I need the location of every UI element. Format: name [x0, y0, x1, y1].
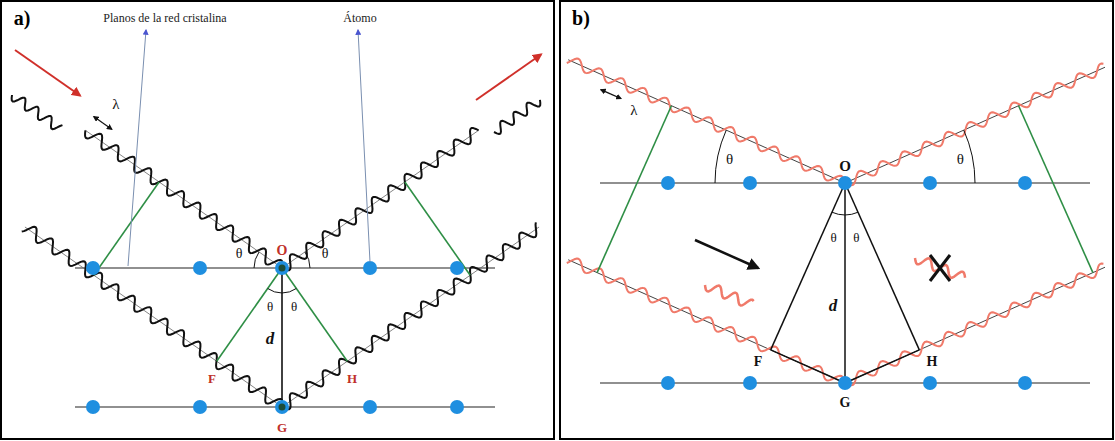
wave — [567, 59, 845, 183]
atom — [923, 176, 937, 190]
angle-arc — [964, 130, 975, 183]
atom — [661, 376, 675, 390]
panel-frame — [560, 1, 1113, 439]
point-label: F — [754, 355, 763, 369]
wavelength-symbol: λ — [112, 97, 119, 112]
atom — [275, 400, 289, 414]
point-label: G — [840, 396, 851, 410]
angle-symbol: θ — [853, 231, 859, 244]
atom — [193, 400, 207, 414]
direction-arrow — [476, 55, 541, 101]
wave — [22, 227, 283, 407]
atom — [275, 261, 289, 275]
angle-arc — [715, 130, 726, 183]
wave — [705, 285, 754, 306]
plane-caption: Planos de la red cristalina — [103, 12, 226, 24]
spacing-line — [281, 268, 283, 407]
atom — [661, 176, 675, 190]
atom — [743, 376, 757, 390]
wave — [85, 130, 282, 268]
atom — [450, 400, 464, 414]
angle-symbol: θ — [322, 247, 329, 261]
ray-line — [845, 67, 1105, 183]
wavefront-line — [597, 106, 671, 273]
angle-symbol: θ — [267, 300, 273, 313]
atom — [1018, 376, 1032, 390]
point-label: G — [277, 421, 287, 434]
ray-line — [85, 130, 282, 268]
leader-line — [128, 30, 146, 266]
path-difference-line — [845, 183, 919, 350]
wavelength-symbol: λ — [630, 103, 637, 118]
angle-arc — [305, 252, 310, 268]
atom — [838, 376, 852, 390]
atom-caption: Átomo — [343, 12, 376, 24]
wavelength-arrow — [94, 117, 103, 123]
wavefront-line — [1019, 106, 1093, 273]
point-label: O — [839, 159, 851, 174]
spacing-line — [844, 183, 846, 383]
atom — [86, 400, 100, 414]
angle-arc — [845, 212, 858, 215]
panel-label: a) — [14, 8, 31, 28]
atom — [450, 261, 464, 275]
atom — [193, 261, 207, 275]
atom — [86, 261, 100, 275]
atom — [838, 176, 852, 190]
angle-symbol: θ — [236, 247, 243, 261]
atom — [1018, 176, 1032, 190]
spacing-symbol: d — [829, 297, 838, 314]
atom-core — [279, 404, 286, 411]
direction-arrow — [15, 50, 80, 96]
angle-arc — [254, 252, 259, 268]
ray-line — [25, 227, 282, 407]
point-label: F — [208, 372, 216, 385]
direction-arrow — [695, 240, 758, 268]
cross-mark — [930, 255, 950, 281]
cross-mark — [930, 255, 950, 281]
path-difference-line — [771, 350, 845, 383]
wavefront-line — [405, 182, 470, 275]
leader-line — [358, 30, 370, 262]
angle-symbol: θ — [957, 151, 964, 166]
point-label: H — [927, 355, 938, 369]
spacing-symbol: d — [266, 330, 275, 347]
angle-symbol: θ — [830, 231, 836, 244]
ray-line — [845, 267, 1105, 383]
angle-symbol: θ — [726, 151, 733, 166]
wave — [282, 222, 536, 409]
panel-label: b) — [572, 8, 590, 28]
wave — [12, 95, 63, 129]
path-difference-line — [217, 268, 282, 361]
path-difference-line — [282, 268, 347, 361]
wave — [845, 63, 1103, 185]
angle-arc — [268, 288, 282, 293]
path-difference-line — [845, 350, 919, 383]
ray-line — [568, 60, 845, 183]
wave — [282, 128, 479, 270]
point-label: O — [277, 244, 288, 258]
wavelength-arrow — [611, 94, 621, 98]
atom — [363, 400, 377, 414]
wavelength-arrow — [103, 123, 112, 129]
point-label: H — [347, 372, 357, 385]
angle-arc — [282, 288, 296, 293]
path-difference-line — [771, 183, 845, 350]
angle-symbol: θ — [291, 300, 297, 313]
wave — [845, 263, 1103, 385]
wave — [494, 100, 540, 134]
wavefront-line — [94, 182, 159, 275]
ray-line — [282, 227, 539, 407]
atom — [923, 376, 937, 390]
wavelength-arrow — [601, 90, 611, 94]
atom — [363, 261, 377, 275]
atom-core — [279, 265, 286, 272]
angle-arc — [832, 212, 845, 215]
atom — [743, 176, 757, 190]
ray-line — [568, 260, 845, 383]
panel-frame — [1, 1, 554, 439]
